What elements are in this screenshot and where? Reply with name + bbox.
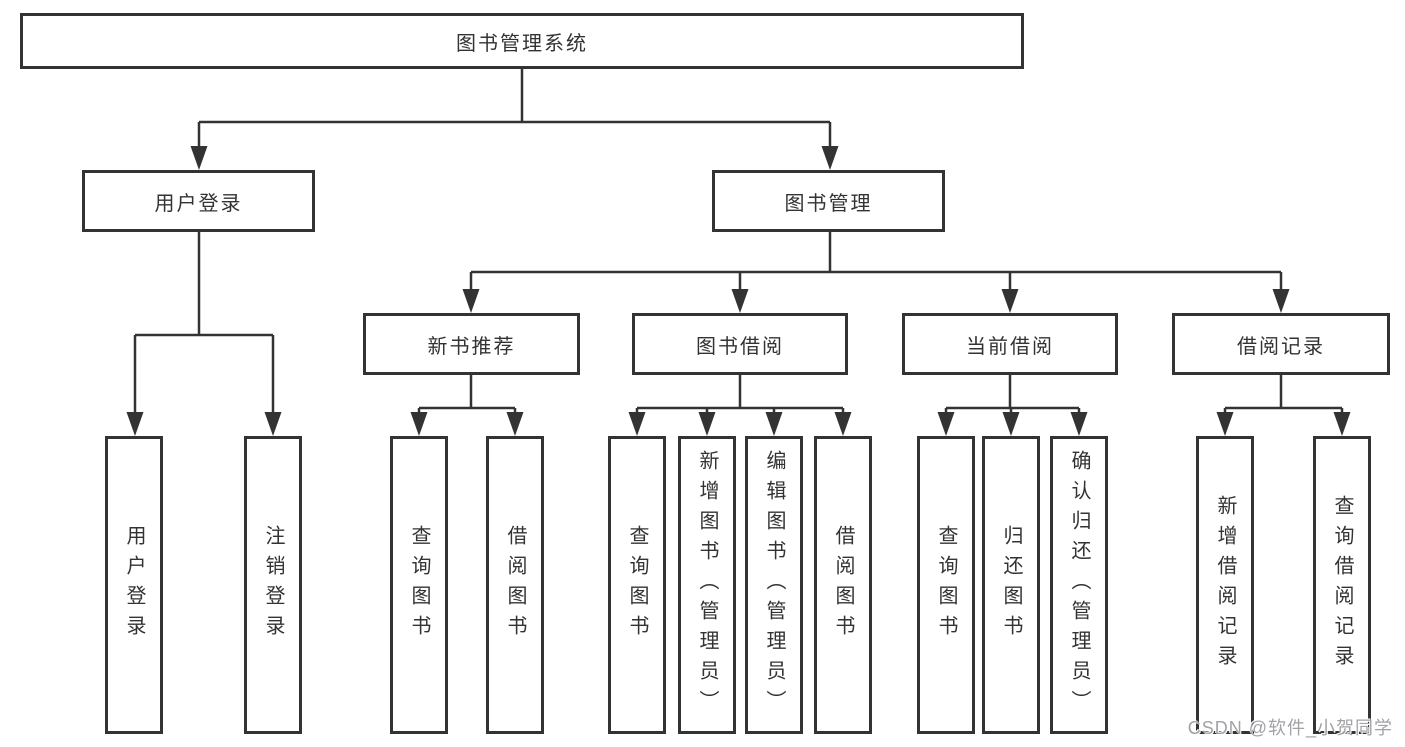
leaf-query-books-borrow: 查询图书	[608, 436, 666, 734]
node-book-management: 图书管理	[712, 170, 945, 232]
node-label: 图书管理系统	[456, 32, 588, 55]
node-borrowing-records: 借阅记录	[1172, 313, 1390, 375]
node-label: 新增图书（管理员）	[696, 450, 718, 720]
node-new-book-recommendation: 新书推荐	[363, 313, 580, 375]
node-label: 用户登录	[154, 192, 243, 215]
leaf-query-books-recommend: 查询图书	[390, 436, 448, 734]
node-label: 借阅图书	[832, 525, 854, 645]
leaf-edit-books-admin: 编辑图书（管理员）	[745, 436, 803, 734]
node-label: 图书借阅	[696, 335, 784, 358]
leaf-confirm-return-admin: 确认归还（管理员）	[1050, 436, 1108, 734]
leaf-add-borrow-record: 新增借阅记录	[1196, 436, 1254, 734]
node-library-management-system: 图书管理系统	[20, 13, 1024, 69]
leaf-add-books-admin: 新增图书（管理员）	[678, 436, 736, 734]
arrowheads	[126, 146, 1351, 436]
leaf-query-borrow-record: 查询借阅记录	[1313, 436, 1371, 734]
leaf-query-books-current: 查询图书	[917, 436, 975, 734]
node-label: 查询图书	[408, 525, 430, 645]
node-label: 归还图书	[1000, 525, 1022, 645]
node-label: 查询借阅记录	[1331, 495, 1353, 675]
node-label: 用户登录	[123, 525, 145, 645]
node-label: 确认归还（管理员）	[1068, 450, 1090, 720]
node-label: 注销登录	[262, 525, 284, 645]
node-label: 当前借阅	[966, 335, 1054, 358]
node-label: 查询图书	[626, 525, 648, 645]
node-label: 借阅记录	[1237, 335, 1325, 358]
leaf-return-books: 归还图书	[982, 436, 1040, 734]
node-label: 借阅图书	[504, 525, 526, 645]
node-label: 查询图书	[935, 525, 957, 645]
node-label: 新书推荐	[427, 335, 516, 358]
node-current-borrowing: 当前借阅	[902, 313, 1118, 375]
node-label: 图书管理	[784, 192, 873, 215]
leaf-logout: 注销登录	[244, 436, 302, 734]
leaf-user-login: 用户登录	[105, 436, 163, 734]
leaf-borrow-books-recommend: 借阅图书	[486, 436, 544, 734]
node-label: 新增借阅记录	[1214, 495, 1236, 675]
node-label: 编辑图书（管理员）	[763, 450, 785, 720]
node-book-borrowing: 图书借阅	[632, 313, 848, 375]
watermark: CSDN @软件_小贺同学	[1187, 718, 1393, 738]
leaf-borrow-books: 借阅图书	[814, 436, 872, 734]
node-user-login: 用户登录	[82, 170, 315, 232]
